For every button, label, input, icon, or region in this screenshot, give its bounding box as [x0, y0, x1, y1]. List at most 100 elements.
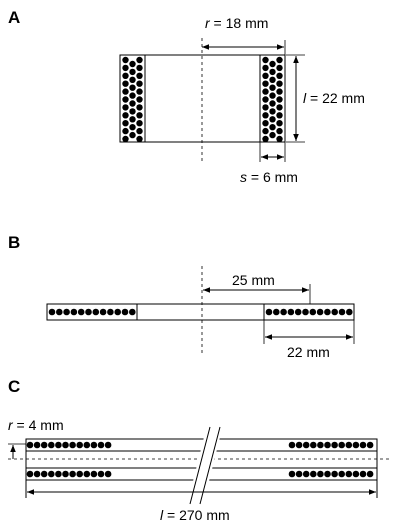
panel-c-wire-dot [83, 470, 91, 478]
panel-b-wire-dot [309, 308, 317, 316]
panel-c-wire-dot [104, 470, 112, 478]
panel-c-wire-dot [288, 441, 296, 449]
panel-b-wire-dot [331, 308, 339, 316]
panel-b-wire-dot [346, 308, 353, 316]
panel-a-wire-dot [269, 131, 276, 139]
panel-c-wire-dot [62, 441, 69, 449]
panel-c-wire-dot [310, 441, 317, 449]
panel-b-length-label: 22 mm [287, 344, 330, 360]
panel-a-wire-dot [262, 104, 269, 111]
panel-a-wire-dot [136, 96, 143, 103]
panel-a-wire-dot [262, 112, 269, 119]
panel-a-wire-dot [136, 112, 143, 119]
panel-c-break-gap [187, 430, 222, 504]
panel-a-wire-dot [276, 64, 283, 72]
panel-a-wire-dot [129, 131, 136, 139]
panel-c-wire-dot [317, 441, 324, 449]
panel-a-wire-dot [136, 80, 143, 87]
panel-a-wire-dot [122, 127, 129, 135]
panel-c-wire-dot [83, 441, 91, 449]
panel-a-thickness-label: s = 6 mm [240, 169, 298, 185]
panel-c-wire-dot [317, 470, 324, 478]
panel-b-right-winding [263, 303, 355, 321]
panel-a-wire-dot [136, 135, 143, 143]
panel-c-wire-dot [302, 441, 310, 449]
panel-b-wire-dot [280, 308, 287, 316]
panel-c-wire-dot [55, 470, 62, 478]
panel-b-wire-dot [324, 308, 331, 316]
panel-a-wire-dot [276, 135, 283, 143]
panel-b-wire-dot [48, 308, 56, 316]
panel-c-wire-dot [40, 470, 48, 478]
panel-c-wire-dot [345, 470, 353, 478]
panel-a-wire-dot [269, 124, 276, 131]
panel-a-wire-dot [262, 88, 269, 95]
panel-b-wire-dot [114, 308, 121, 316]
panel-c-wire-dot [33, 470, 41, 478]
panel-c-wire-dot [302, 470, 310, 478]
panel-a-wire-dot [276, 104, 283, 111]
panel-a-label: A [8, 8, 20, 27]
panel-c: C r = 4 mm l = 270 mm [8, 377, 392, 523]
panel-b-wire-dot [92, 308, 100, 316]
panel-c-wire-dot [324, 441, 331, 449]
panel-a-wire-dot [122, 72, 129, 80]
panel-c-wire-dot [33, 441, 41, 449]
panel-a-right-wire-dots [262, 56, 283, 143]
panel-a-wire-dot [269, 116, 276, 123]
panel-a-wire-dot [269, 76, 276, 84]
panel-a-wire-dot [276, 56, 283, 64]
panel-c-wire-dot [352, 470, 360, 478]
panel-b: B 25 mm 22 mm [8, 233, 355, 360]
panel-a-wire-dot [276, 120, 283, 127]
panel-c-wire-dot [338, 470, 346, 478]
panel-c-wire-dot [338, 441, 346, 449]
panel-c-wire-dot [69, 441, 76, 449]
panel-c-wire-dot [90, 441, 98, 449]
panel-a-wire-dot [136, 88, 143, 95]
panel-c-wire-dot [69, 470, 76, 478]
panel-c-wire-dot [40, 441, 48, 449]
panel-a-wire-dot [276, 96, 283, 103]
panel-c-wire-dots [26, 441, 374, 478]
panel-a-wire-dot [262, 127, 269, 135]
panel-c-wire-dot [104, 441, 112, 449]
panel-a: A r = 18 mm l = 22 mm s = 6 mm [8, 8, 365, 185]
panel-c-length-label: l = 270 mm [160, 507, 230, 523]
panel-a-wire-dot [129, 100, 136, 107]
panel-b-wire-dot [294, 308, 302, 316]
panel-c-wire-dot [48, 470, 55, 478]
panel-a-wire-dot [269, 60, 276, 68]
panel-c-wire-dot [331, 470, 338, 478]
panel-a-wire-dot [269, 92, 276, 99]
panel-b-wire-dot [121, 308, 129, 316]
panel-a-wire-dot [262, 64, 269, 72]
panel-c-wire-dot [288, 470, 296, 478]
panel-a-wire-dot [262, 80, 269, 87]
panel-a-wire-dot [269, 100, 276, 107]
panel-c-wire-dot [26, 470, 34, 478]
panel-b-wire-dot [99, 308, 107, 316]
panel-c-wire-dot [76, 470, 83, 478]
panel-b-wire-dot [265, 308, 273, 316]
panel-b-wire-dot [287, 308, 295, 316]
panel-c-wire-dot [48, 441, 55, 449]
panel-a-wire-dot [276, 127, 283, 135]
panel-a-wire-dot [262, 135, 269, 143]
panel-c-wire-dot [359, 441, 367, 449]
panel-a-wire-dot [136, 72, 143, 80]
panel-b-wire-dot [129, 308, 136, 316]
panel-b-wire-dot [107, 308, 114, 316]
panel-a-wire-dot [122, 104, 129, 111]
panel-a-wire-dot [129, 76, 136, 84]
panel-a-wire-dot [136, 56, 143, 64]
panel-a-right-winding [259, 54, 286, 143]
panel-a-wire-dot [262, 72, 269, 80]
panel-a-wire-dot [276, 80, 283, 87]
panel-a-wire-dot [262, 120, 269, 127]
panel-b-right-wire-dots [265, 308, 353, 316]
panel-b-label: B [8, 233, 20, 252]
panel-a-wire-dot [276, 88, 283, 95]
panel-b-wire-dot [85, 308, 92, 316]
